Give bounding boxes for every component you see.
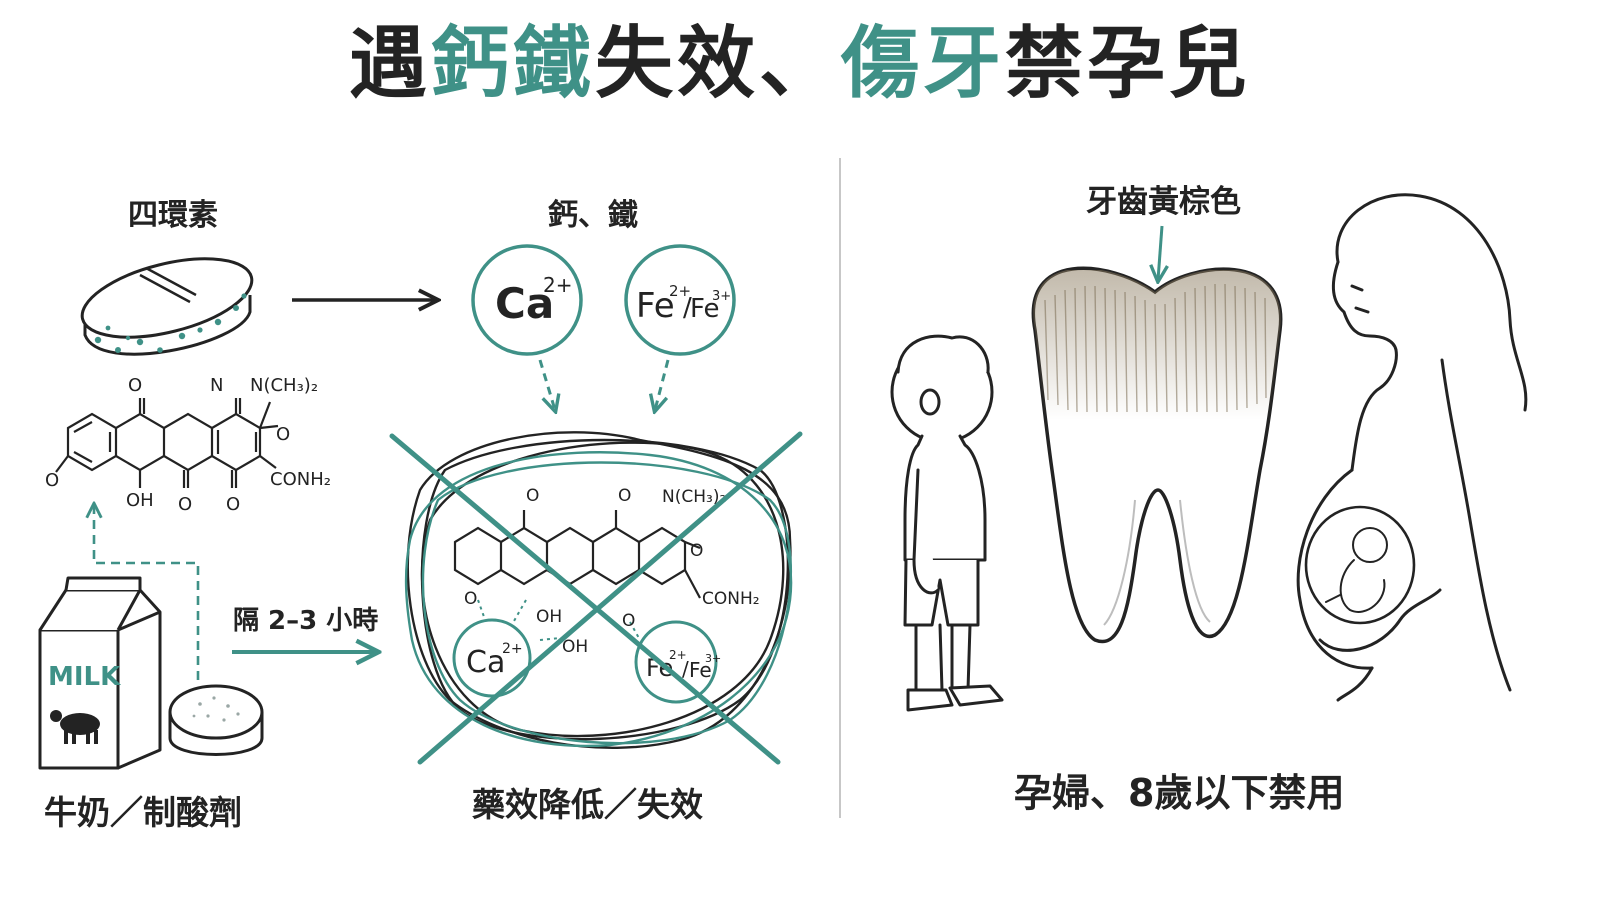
milk-carton-icon <box>38 576 162 770</box>
bound-fe-symbol-2: Fe <box>689 658 712 682</box>
iron-binding-arrow <box>655 359 670 410</box>
fe-symbol-1: Fe <box>636 286 675 326</box>
calcium-binding-arrow <box>538 359 555 410</box>
pregnant-woman-icon <box>1296 193 1528 702</box>
fe-charge-2: 3+ <box>712 289 731 304</box>
cpx-conh2: CONH₂ <box>702 589 760 609</box>
milk-text: MILK <box>48 662 121 692</box>
milk-antacid-label: 牛奶／制酸劑 <box>44 793 242 832</box>
title-part-5: 傷牙 <box>841 19 1006 109</box>
bound-fe-slash: / <box>682 657 689 681</box>
cpx-nme2: N(CH₃)₂ <box>662 487 726 507</box>
bound-calcium-ion: Ca 2+ <box>452 618 532 698</box>
antacid-tablet-icon <box>168 684 264 756</box>
bound-fe-charge-2: 3+ <box>705 652 721 665</box>
mol-n: N <box>210 375 223 396</box>
effect-label: 藥效降低／失效 <box>472 785 703 824</box>
mol-oh: OH <box>126 490 154 511</box>
ca-symbol: Ca <box>495 279 554 328</box>
complex-rings <box>453 510 701 599</box>
mol-nme2: N(CH₃)₂ <box>250 375 318 396</box>
fe-charge-1: 2+ <box>669 282 691 300</box>
coordination-bonds <box>477 599 641 641</box>
contraindication-label: 孕婦、8歲以下禁用 <box>1014 771 1345 815</box>
tooth-stain-label: 牙齒黃棕色 <box>1086 184 1241 220</box>
stained-tooth-icon <box>1031 266 1283 644</box>
title-part-4: 、 <box>759 19 842 109</box>
cow-icon <box>50 710 100 744</box>
tetracycline-pill-icon <box>80 257 254 356</box>
title-part-2: 鈣鐵 <box>430 19 595 109</box>
ions-label: 鈣、鐵 <box>548 198 638 233</box>
bound-iron-ion: Fe 2+ / Fe 3+ <box>634 620 721 704</box>
tetracycline-label: 四環素 <box>128 198 218 233</box>
cpx-oh-2: OH <box>562 637 588 657</box>
mol-conh2: CONH₂ <box>270 469 331 490</box>
stain-striations <box>1044 283 1267 413</box>
complex-tangle-lines <box>406 431 792 750</box>
complex-teal-strands <box>404 451 793 748</box>
calcium-ion-icon: Ca 2+ <box>471 244 583 356</box>
iron-ion-icon: Fe 2+ / Fe 3+ <box>624 244 736 356</box>
bound-ca-charge: 2+ <box>502 641 523 657</box>
mol-o-right: O <box>276 424 290 445</box>
fe-symbol-2: Fe <box>690 294 720 324</box>
cpx-o-3: O <box>690 541 703 561</box>
child-icon <box>890 334 1004 712</box>
title-part-6: 禁孕兒 <box>1005 19 1252 109</box>
interval-label: 隔 2–3 小時 <box>233 606 379 636</box>
cpx-o-1: O <box>526 486 539 506</box>
fe-slash: / <box>683 293 692 323</box>
ineffective-x-mark <box>389 431 803 765</box>
tooth-stain-arrow <box>1158 225 1162 280</box>
cpx-o-5: O <box>622 611 635 631</box>
mol-o-left: O <box>45 470 59 491</box>
main-title: 遇鈣鐵失效、傷牙禁孕兒 <box>0 19 1600 109</box>
tetracycline-molecule-diagram <box>55 398 279 488</box>
chelate-complex-diagram: O O N(CH₃)₂ O CONH₂ OH OH O O Ca 2+ Fe 2… <box>389 431 803 765</box>
cpx-o-4: O <box>464 589 477 609</box>
cpx-o-2: O <box>618 486 631 506</box>
bound-fe-charge-1: 2+ <box>669 648 687 662</box>
cpx-oh-1: OH <box>536 607 562 627</box>
bound-ca-symbol: Ca <box>466 645 505 680</box>
mol-o-bottom-1: O <box>178 494 192 515</box>
mol-o-top: O <box>128 375 142 396</box>
molecule-atom-labels: O O N N(CH₃)₂ O CONH₂ OH O O <box>45 375 331 515</box>
interaction-dashed-arrow <box>94 505 200 680</box>
title-part-1: 遇 <box>348 19 431 109</box>
complex-atom-labels: O O N(CH₃)₂ O CONH₂ OH OH O O <box>464 486 760 657</box>
fetus-icon <box>1304 505 1416 625</box>
title-part-3: 失效 <box>594 19 759 109</box>
mol-o-bottom-2: O <box>226 494 240 515</box>
ca-charge: 2+ <box>543 273 572 297</box>
